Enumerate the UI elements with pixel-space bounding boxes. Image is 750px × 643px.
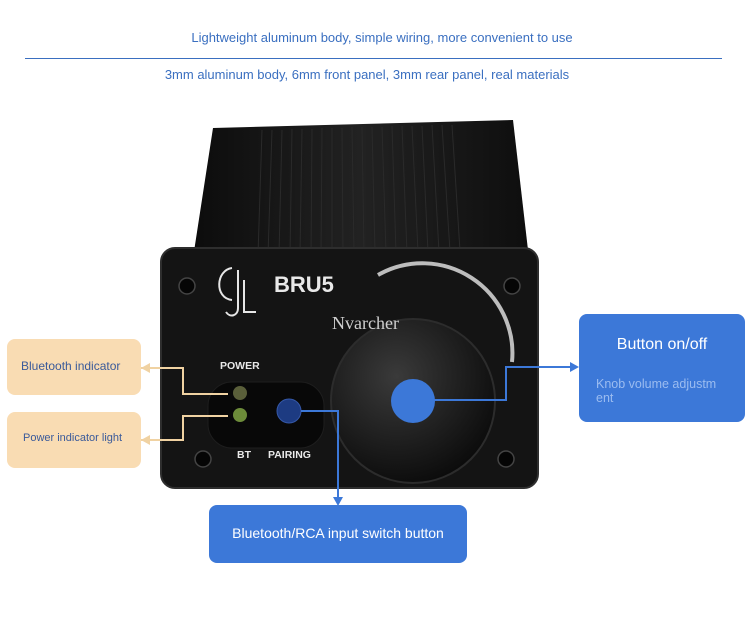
brand-logo: [218, 267, 256, 317]
divider: [25, 58, 722, 59]
arrow-icon: [141, 363, 150, 445]
bt-label: BT: [237, 449, 251, 461]
bt-led: [233, 408, 247, 422]
watermark: Nvarcher: [332, 313, 399, 333]
callout-button-sub-line2: ent: [596, 391, 614, 405]
caption-top: Lightweight aluminum body, simple wiring…: [191, 30, 573, 45]
callout-bluetooth-indicator: Bluetooth indicator: [7, 339, 141, 395]
arrow-icon-blue: [333, 362, 579, 506]
device-body: [193, 120, 528, 258]
power-led: [233, 386, 247, 400]
connector-lines-blue: [301, 366, 572, 500]
callout-button-sub-line1: Knob volume adjustm: [596, 377, 717, 391]
pairing-label: PAIRING: [268, 449, 311, 461]
callout-input-switch: Bluetooth/RCA input switch button: [209, 505, 467, 563]
callout-button-title: Button on/off: [616, 336, 708, 353]
pairing-button[interactable]: [276, 398, 302, 424]
caption-sub: 3mm aluminum body, 6mm front panel, 3mm …: [164, 67, 570, 82]
volume-scale-arc: [377, 261, 515, 363]
power-label: POWER: [220, 360, 260, 372]
knob-center-highlight: [391, 379, 435, 423]
callout-button-onoff: Button on/off Knob volume adjustm ent: [579, 314, 745, 422]
callout-power-indicator: Power indicator light: [7, 412, 141, 468]
connector-lines: [141, 367, 228, 441]
model-label: BRU5: [274, 272, 334, 297]
screw-icon: [178, 277, 521, 468]
callout-button-sub: Knob volume adjustm ent: [596, 377, 716, 405]
